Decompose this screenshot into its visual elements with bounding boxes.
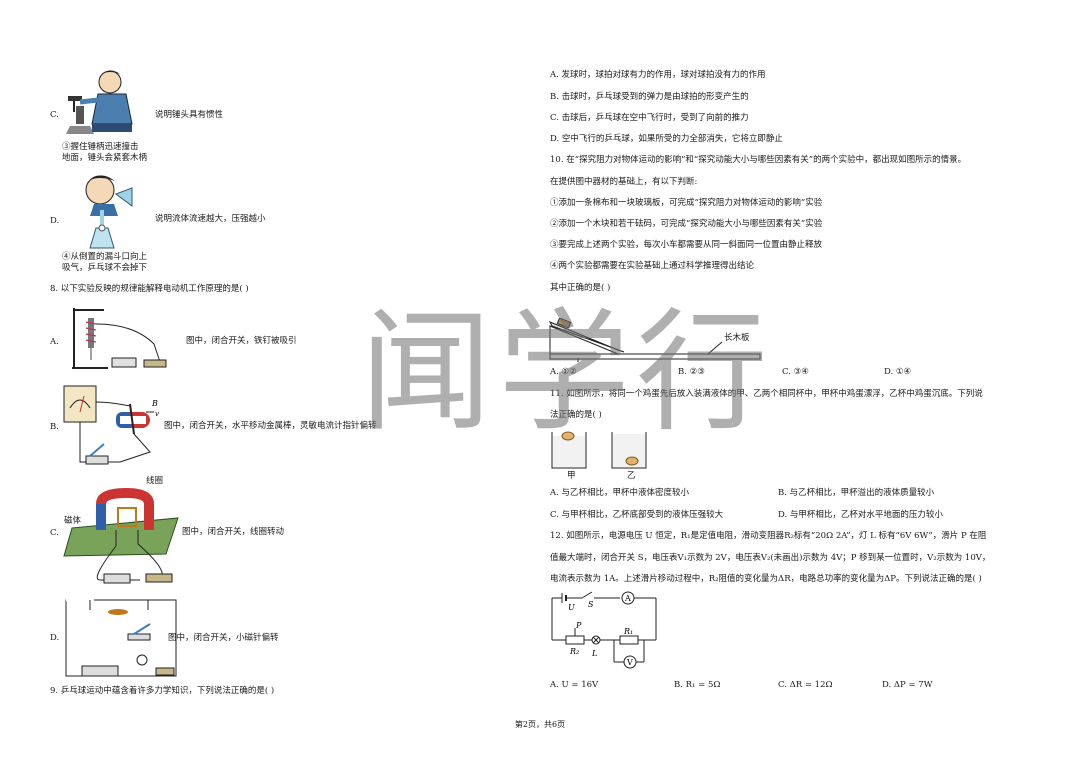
- q9-option-b: B. 击球时，乒乓球受到的弹力是由球拍的形变产生的: [550, 92, 749, 102]
- velocity-label-v: v: [155, 410, 159, 418]
- q11-option-d: D. 与甲杯相比，乙杯对水平地面的压力较小: [778, 510, 943, 520]
- option-c-desc: 说明锤头具有惯性: [155, 110, 224, 120]
- q8-option-b-letter: B.: [50, 422, 59, 432]
- field-label-b: B: [151, 399, 158, 408]
- q10-option-a: A. ①②: [550, 367, 577, 377]
- q8-option-d-letter: D.: [50, 633, 60, 643]
- circuit-figure: A V U S P R₂ R₁ L: [551, 591, 657, 669]
- electromagnet-figure: [72, 308, 167, 369]
- q8-option-a-letter: A.: [50, 337, 59, 347]
- magnet-label: 磁体: [64, 516, 82, 526]
- q8-option-c-desc: 图中，闭合开关，线圈转动: [182, 527, 285, 537]
- q10-line-2: 在提供图中器材的基础上，有以下判断:: [550, 177, 698, 187]
- option-d-letter: D.: [50, 216, 60, 226]
- q8-option-b-desc: 图中，闭合开关，水平移动金属棒，灵敏电流计指针偏转: [164, 421, 377, 431]
- q9-stem: 9. 乒乓球运动中蕴含着许多力学知识，下列说法正确的是( ): [50, 686, 275, 696]
- q8-option-a-desc: 图中，闭合开关，铁钉被吸引: [186, 336, 297, 346]
- q8-stem: 8. 以下实验反映的规律能解释电动机工作原理的是( ): [50, 284, 249, 294]
- q12-line-2: 值最大端时，闭合开关 S，电压表V₁示数为 2V，电压表V₂(未画出)示数为 4…: [550, 553, 991, 563]
- r1-label: R₁: [623, 627, 633, 636]
- q10-ask: 其中正确的是( ): [550, 283, 611, 293]
- motor-figure: [63, 488, 179, 584]
- slider-label-p: P: [575, 621, 582, 630]
- q11-option-b: B. 与乙杯相比，甲杯溢出的液体质量较小: [778, 488, 935, 498]
- q11-option-a: A. 与乙杯相比，甲杯中液体密度较小: [550, 488, 690, 498]
- q10-statement-2: ②添加一个木块和若干砝码，可完成“探究动能大小与哪些因素有关”实验: [550, 219, 823, 229]
- q10-line-1: 10. 在“探究阻力对物体运动的影响”和“探究动能大小与哪些因素有关”的两个实验…: [550, 155, 967, 165]
- q9-option-a: A. 发球时，球拍对球有力的作用，球对球拍没有力的作用: [550, 70, 766, 80]
- q12-option-b: B. R₁ = 5Ω: [674, 680, 721, 690]
- option-d-desc: 说明流体流速越大，压强越小: [155, 214, 266, 224]
- q12-option-c: C. ΔR = 12Ω: [778, 680, 833, 690]
- cup-label-yi: 乙: [627, 471, 636, 481]
- option-d-caption-1: ④从倒置的漏斗口向上: [62, 252, 148, 262]
- egg-cups-figure: [551, 431, 647, 469]
- q10-option-c: C. ③④: [782, 367, 809, 377]
- funnel-figure: [85, 175, 133, 249]
- option-c-caption-2: 地面，锤头会紧套木柄: [62, 153, 148, 163]
- induction-figure: B v: [63, 385, 159, 465]
- lamp-label-l: L: [591, 649, 597, 658]
- q12-line-1: 12. 如图所示，电源电压 U 恒定，R₁是定值电阻，滑动变阻器R₂标有“20Ω…: [550, 531, 987, 541]
- q8-option-c-letter: C.: [50, 528, 59, 538]
- q10-option-d: D. ①④: [884, 367, 912, 377]
- hammer-figure: [66, 70, 133, 134]
- q12-option-d: D. ΔP = 7W: [882, 680, 933, 690]
- option-d-caption-2: 吸气，乒乓球不会掉下: [62, 263, 148, 273]
- incline-board-figure: [548, 318, 761, 362]
- page-footer: 第2页，共6页: [514, 720, 566, 729]
- q12-option-a: A. U = 16V: [550, 680, 599, 690]
- q11-line-1: 11. 如图所示，将同一个鸡蛋先后放入装满液体的甲、乙两个相同杯中，甲杯中鸡蛋漂…: [550, 389, 983, 399]
- voltmeter-label: V: [626, 658, 633, 667]
- q11-line-2: 法正确的是( ): [550, 410, 602, 420]
- q10-statement-4: ④两个实验都需要在实验基础上通过科学推理得出结论: [550, 261, 755, 271]
- option-c-caption-1: ③握住锤柄迅速撞击: [62, 142, 139, 152]
- cup-label-jia: 甲: [567, 471, 576, 481]
- source-label-u: U: [568, 603, 575, 612]
- q9-option-c: C. 击球后，乒乓球在空中飞行时，受到了向前的推力: [550, 113, 749, 123]
- q9-option-d: D. 空中飞行的乒乓球，如果所受的力全部消失，它将立即静止: [550, 134, 783, 144]
- q11-option-c: C. 与甲杯相比，乙杯底部受到的液体压强较大: [550, 510, 724, 520]
- coil-label: 线圈: [146, 476, 164, 486]
- q12-line-3: 电流表示数为 1A。上述滑片移动过程中，R₂阻值的变化量为ΔR，电路总功率的变化…: [550, 574, 982, 584]
- option-c-letter: C.: [50, 110, 59, 120]
- ammeter-label: A: [624, 594, 631, 603]
- q10-statement-3: ③要完成上述两个实验，每次小车都需要从同一斜面同一位置由静止释放: [550, 240, 823, 250]
- oersted-figure: [65, 598, 177, 677]
- q10-statement-1: ①添加一条棉布和一块玻璃板，可完成“探究阻力对物体运动的影响”实验: [550, 198, 823, 208]
- board-label: 长木板: [724, 333, 750, 343]
- r2-label: R₂: [569, 647, 579, 656]
- switch-label-s: S: [588, 600, 594, 609]
- q10-option-b: B. ②③: [678, 367, 705, 377]
- q8-option-d-desc: 图中，闭合开关，小磁针偏转: [168, 633, 279, 643]
